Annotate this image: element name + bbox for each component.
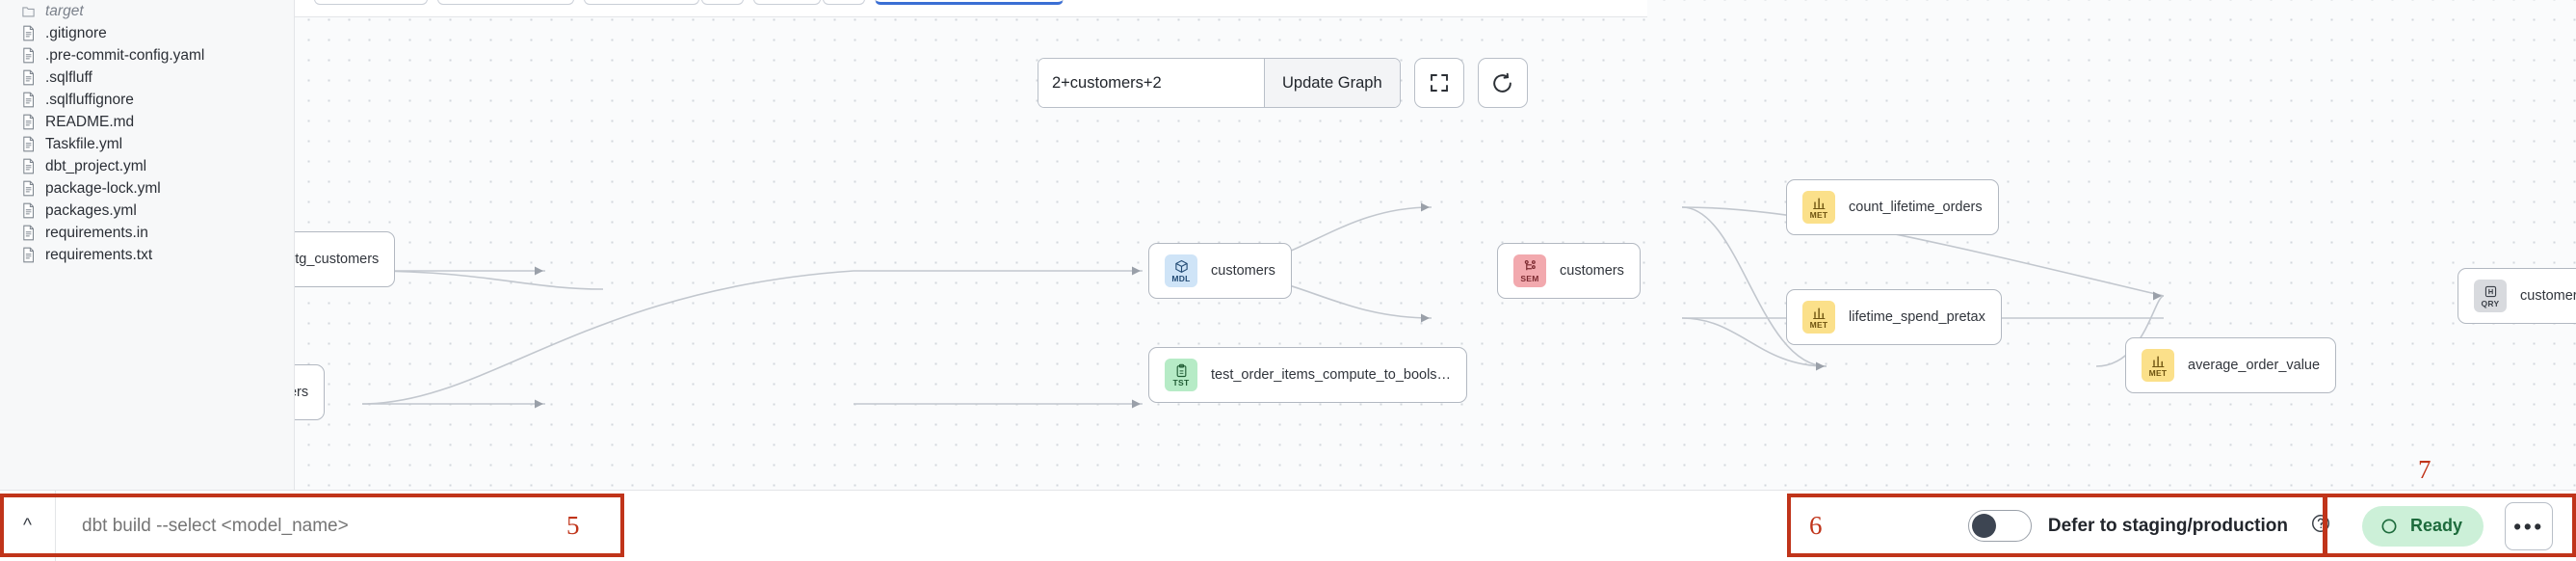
tab-stub-1[interactable] [314, 0, 428, 5]
node-type-badge-sem-icon: SEM [1513, 254, 1546, 287]
node-type-abbr: MET [1809, 209, 1828, 220]
file-list-item[interactable]: Taskfile.yml [0, 133, 294, 155]
file-label: packages.yml [45, 201, 137, 219]
file-label: .pre-commit-config.yaml [45, 46, 205, 64]
tab-stub-5[interactable] [753, 0, 821, 5]
node-label: orders [295, 385, 309, 400]
file-list-item[interactable]: package-lock.yml [0, 177, 294, 200]
file-list-item[interactable]: requirements.txt [0, 244, 294, 266]
graph-node-stg_orders[interactable]: MDL orders [295, 364, 326, 420]
folder-icon [21, 3, 36, 19]
file-icon [21, 180, 36, 197]
file-label: .sqlfluff [45, 68, 92, 86]
help-circle-icon[interactable] [2310, 513, 2331, 539]
node-label: stg_customers [295, 252, 380, 267]
tab-stub-6[interactable] [823, 0, 865, 5]
bottom-status-bar: ^ Defer to staging/production Ready ••• [0, 490, 2576, 561]
node-type-badge-met-icon: MET [1802, 191, 1835, 224]
file-list-item[interactable]: README.md [0, 111, 294, 133]
file-label: .sqlfluffignore [45, 91, 134, 108]
graph-node-lifetime_spend_pretax[interactable]: MET lifetime_spend_pretax [1786, 289, 2002, 345]
file-label: package-lock.yml [45, 179, 161, 197]
file-list-item[interactable]: dbt_project.yml [0, 155, 294, 177]
node-type-badge-tst-icon: TST [1165, 359, 1197, 391]
file-label: dbt_project.yml [45, 157, 147, 174]
defer-toggle-label: Defer to staging/production [2047, 515, 2288, 536]
status-label: Ready [2409, 516, 2462, 535]
chevron-up-icon[interactable]: ^ [0, 491, 56, 561]
file-icon [21, 92, 36, 108]
node-type-abbr: SEM [1520, 273, 1539, 283]
file-list-item[interactable]: requirements.in [0, 222, 294, 244]
graph-toolbar: Update Graph [1038, 58, 1528, 108]
tab-stub-4[interactable] [701, 0, 744, 5]
file-icon [21, 202, 36, 219]
graph-node-customer_order_metrics[interactable]: QRY customer_order_metrics [2458, 268, 2576, 324]
node-label: average_order_value [2188, 358, 2321, 373]
file-list-item[interactable]: .sqlfluffignore [0, 89, 294, 111]
file-list-item[interactable]: .gitignore [0, 22, 294, 44]
file-label: target [45, 2, 84, 19]
node-label: test_order_items_compute_to_bools… [1211, 367, 1452, 383]
file-label: requirements.in [45, 224, 148, 241]
graph-selector-combo: Update Graph [1038, 58, 1401, 108]
node-type-abbr: MDL [1171, 273, 1191, 283]
tab-stub-2[interactable] [437, 0, 574, 5]
node-type-badge-mdl-icon: MDL [1165, 254, 1197, 287]
node-type-badge-met-icon: MET [2142, 349, 2174, 382]
defer-toggle-group: Defer to staging/production [1967, 510, 2337, 542]
node-type-abbr: TST [1172, 377, 1190, 387]
file-explorer-panel: target .gitignore .pre-commit-config.yam… [0, 0, 295, 490]
file-icon [21, 247, 36, 263]
file-list-item[interactable]: .pre-commit-config.yaml [0, 44, 294, 67]
node-type-abbr: QRY [2481, 298, 2500, 308]
file-list-item[interactable]: packages.yml [0, 200, 294, 222]
file-icon [21, 69, 36, 86]
defer-toggle[interactable] [1967, 510, 2032, 542]
graph-node-count_lifetime_orders[interactable]: MET count_lifetime_orders [1786, 179, 1999, 235]
refresh-icon[interactable] [1477, 58, 1528, 108]
tab-stub-active[interactable] [875, 0, 1064, 5]
graph-node-average_order_value[interactable]: MET average_order_value [2125, 337, 2337, 393]
file-label: README.md [45, 113, 135, 130]
graph-selector-input[interactable] [1038, 59, 1264, 107]
file-list-item[interactable]: target [0, 0, 294, 22]
graph-node-stg_customers[interactable]: MDL stg_customers [295, 231, 396, 287]
file-label: Taskfile.yml [45, 135, 123, 152]
file-list-item[interactable]: .sqlfluff [0, 67, 294, 89]
editor-tab-strip [295, 0, 1647, 17]
status-badge[interactable]: Ready [2361, 505, 2484, 547]
status-circle-icon [2381, 519, 2397, 533]
more-options-button[interactable]: ••• [2505, 501, 2553, 550]
file-icon [21, 114, 36, 130]
tab-stub-3[interactable] [584, 0, 699, 5]
file-label: requirements.txt [45, 246, 153, 263]
node-type-abbr: MET [1809, 319, 1828, 330]
file-icon [21, 25, 36, 41]
node-label: lifetime_spend_pretax [1849, 309, 1985, 325]
lineage-graph-canvas[interactable]: MDL stg_customers MDL orders MDL custome… [295, 0, 2576, 490]
node-type-abbr: MET [2148, 367, 2168, 378]
file-icon [21, 158, 36, 174]
node-type-badge-met-icon: MET [1802, 301, 1835, 334]
graph-node-customers_mdl[interactable]: MDL customers [1148, 243, 1292, 299]
node-type-badge-qry-icon: QRY [2474, 280, 2507, 312]
node-label: customers [1560, 263, 1624, 279]
update-graph-button[interactable]: Update Graph [1264, 59, 1400, 107]
graph-node-test_order_items[interactable]: TST test_order_items_compute_to_bools… [1148, 347, 1468, 403]
command-input[interactable] [56, 491, 595, 561]
file-icon [21, 47, 36, 64]
file-icon [21, 225, 36, 241]
toggle-knob [1971, 514, 1996, 538]
fullscreen-icon[interactable] [1413, 58, 1464, 108]
node-label: count_lifetime_orders [1849, 200, 1983, 215]
file-list: target .gitignore .pre-commit-config.yam… [0, 0, 294, 266]
file-label: .gitignore [45, 24, 107, 41]
graph-node-customers_sem[interactable]: SEM customers [1497, 243, 1641, 299]
node-label: customers [1211, 263, 1275, 279]
file-icon [21, 136, 36, 152]
node-label: customer_order_metrics [2520, 288, 2576, 304]
